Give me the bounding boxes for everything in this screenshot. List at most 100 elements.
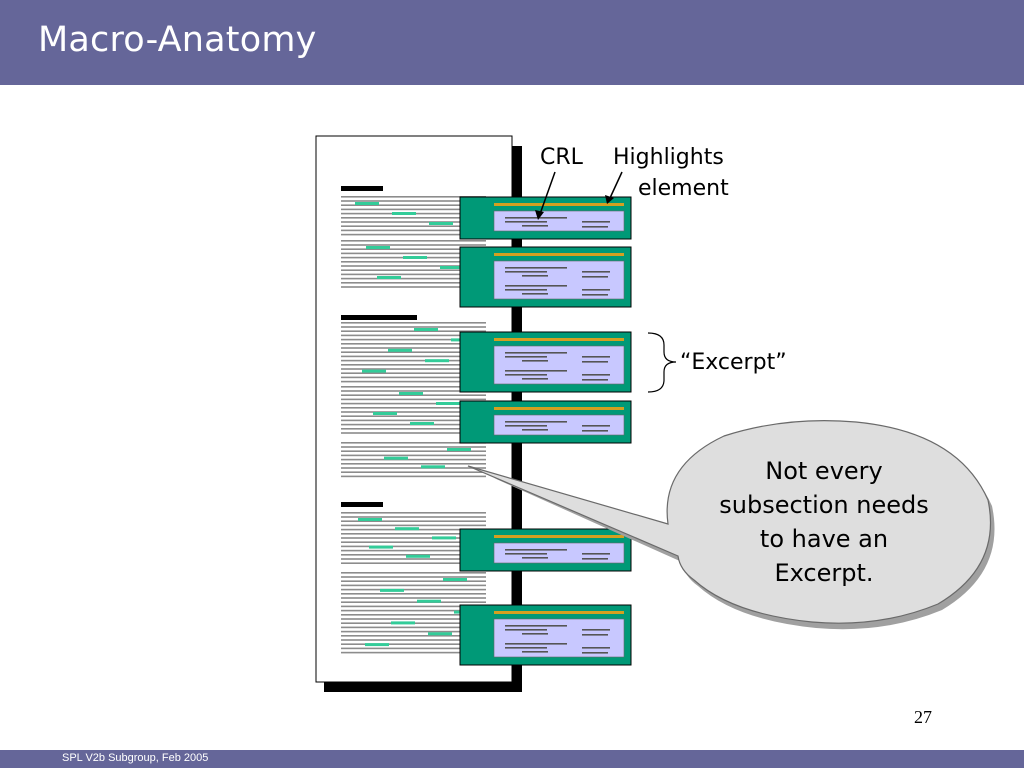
text-mark [392, 212, 416, 215]
crl-label: CRL [540, 145, 583, 170]
text-line [341, 376, 486, 379]
text-mark [417, 599, 441, 603]
text-line [341, 415, 486, 417]
excerpt-text-line [582, 289, 610, 291]
text-mark [436, 402, 460, 405]
text-mark [395, 527, 419, 531]
text-mark [403, 256, 427, 259]
excerpt-box [459, 604, 632, 666]
excerpt-text-line [582, 374, 610, 376]
highlights-arrow [605, 171, 623, 204]
excerpt-text-line [522, 633, 548, 635]
text-line [341, 322, 486, 324]
text-line [341, 572, 486, 574]
excerpt-text-line [505, 285, 567, 287]
text-line [341, 200, 486, 202]
text-mark [373, 412, 397, 415]
excerpt-text-line [505, 352, 567, 354]
excerpt-text-line [505, 647, 547, 649]
text-line [341, 372, 486, 374]
callout-text: Not every subsection needs to have an Ex… [719, 457, 929, 587]
excerpt-text-line [582, 294, 608, 296]
text-mark [440, 266, 464, 269]
text-line [341, 428, 486, 430]
text-line [341, 277, 486, 280]
text-line [341, 597, 486, 599]
slide-header: Macro-Anatomy [0, 0, 1024, 85]
excerpt-text-line [522, 557, 548, 559]
excerpt-text-line [505, 271, 547, 273]
text-line [341, 398, 486, 401]
excerpt-text-line [505, 267, 567, 269]
excerpt-text-line [522, 293, 548, 295]
text-line [341, 351, 486, 353]
text-mark [362, 369, 386, 373]
text-line [341, 450, 486, 452]
text-line [341, 545, 486, 548]
excerpt-inner [493, 618, 625, 658]
text-line [341, 402, 486, 405]
text-line [341, 605, 486, 608]
text-line [341, 269, 486, 271]
excerpt-text-line [582, 271, 610, 273]
text-line [341, 347, 486, 349]
text-line [341, 208, 486, 211]
text-mark [421, 465, 445, 469]
highlight-line [494, 203, 624, 206]
text-line [341, 442, 486, 444]
text-line [341, 601, 486, 603]
excerpt-text-line [505, 625, 567, 627]
excerpt-text-line [505, 629, 547, 631]
text-line [341, 475, 486, 478]
text-line [341, 549, 486, 552]
text-line [341, 541, 486, 543]
excerpt-inner [493, 345, 625, 385]
text-line [341, 338, 486, 341]
slide-title: Macro-Anatomy [38, 20, 317, 60]
text-line [341, 265, 486, 267]
section-heading-bar [341, 315, 417, 320]
text-line [341, 512, 486, 514]
text-mark [432, 536, 456, 540]
excerpt-inner [493, 260, 625, 300]
excerpt-box [459, 196, 632, 240]
excerpt-brace [647, 332, 677, 393]
text-line [341, 229, 486, 232]
excerpt-text-line [582, 361, 608, 363]
text-line [341, 635, 486, 637]
text-line [341, 343, 486, 345]
slide-footer: SPL V2b Subgroup, Feb 2005 [0, 750, 1024, 768]
text-line [341, 204, 486, 206]
text-mark [429, 222, 453, 225]
excerpt-text-line [522, 651, 548, 653]
page-number: 27 [914, 707, 932, 727]
excerpt-box [459, 246, 632, 308]
text-line [341, 273, 486, 276]
text-mark [358, 518, 382, 521]
text-mark [366, 246, 390, 249]
text-mark [388, 348, 412, 352]
text-mark [384, 456, 408, 460]
text-line [341, 252, 486, 255]
highlight-line [494, 407, 624, 410]
text-line [341, 458, 486, 461]
excerpt-text-line [505, 421, 567, 423]
text-line [341, 618, 486, 620]
text-mark [406, 554, 430, 558]
text-line [341, 286, 486, 288]
text-line [341, 326, 486, 328]
crl-arrow [535, 171, 556, 220]
text-line [341, 520, 486, 522]
section-heading-bar [341, 186, 383, 191]
text-mark [410, 422, 434, 425]
callout-bubble [467, 420, 995, 630]
text-mark [399, 392, 423, 395]
excerpt-text-line [582, 379, 608, 381]
highlight-line [494, 611, 624, 614]
excerpt-text-line [522, 275, 548, 277]
text-line [341, 407, 486, 409]
text-line [341, 580, 486, 582]
text-line [341, 248, 486, 250]
text-line [341, 516, 486, 518]
